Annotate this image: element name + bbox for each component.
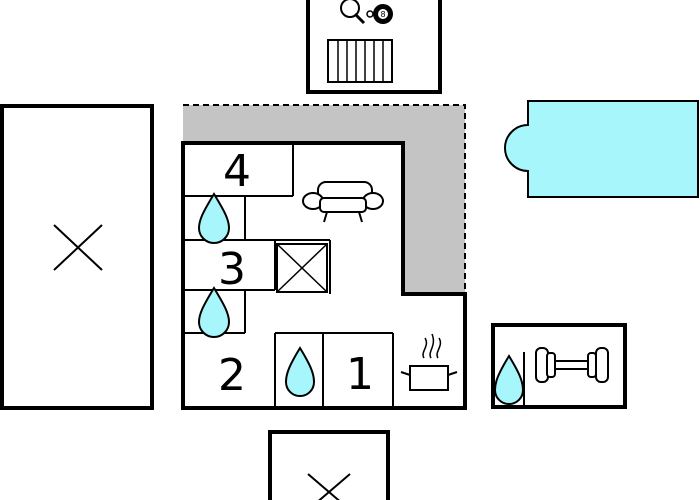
void-cross-icon bbox=[307, 473, 351, 500]
room-number-4: 4 bbox=[223, 146, 251, 197]
table-tennis-icon bbox=[340, 0, 374, 25]
main-house: 4 3 2 1 bbox=[181, 141, 467, 410]
left-annex bbox=[0, 104, 154, 410]
void-cross-icon bbox=[53, 224, 103, 271]
water-drop-icon bbox=[493, 354, 525, 405]
cooking-pot-icon bbox=[400, 333, 458, 391]
void-cross-icon bbox=[276, 243, 328, 293]
room-number-3: 3 bbox=[218, 244, 246, 295]
swimming-pool-icon bbox=[504, 100, 699, 198]
room-number-1: 1 bbox=[346, 349, 374, 400]
billiard-ball-number: 8 bbox=[380, 10, 385, 19]
water-drop-icon bbox=[197, 192, 231, 244]
bottom-annex bbox=[268, 430, 390, 500]
billiard-ball-icon: 8 bbox=[373, 4, 393, 24]
games-room: 8 bbox=[306, 0, 442, 94]
water-drop-icon bbox=[284, 346, 316, 397]
sofa-icon bbox=[302, 181, 384, 223]
fitness-room bbox=[491, 323, 627, 409]
water-drop-icon bbox=[197, 286, 231, 338]
radiator-icon bbox=[327, 39, 393, 83]
dumbbell-icon bbox=[535, 347, 609, 383]
room-number-2: 2 bbox=[218, 350, 246, 401]
